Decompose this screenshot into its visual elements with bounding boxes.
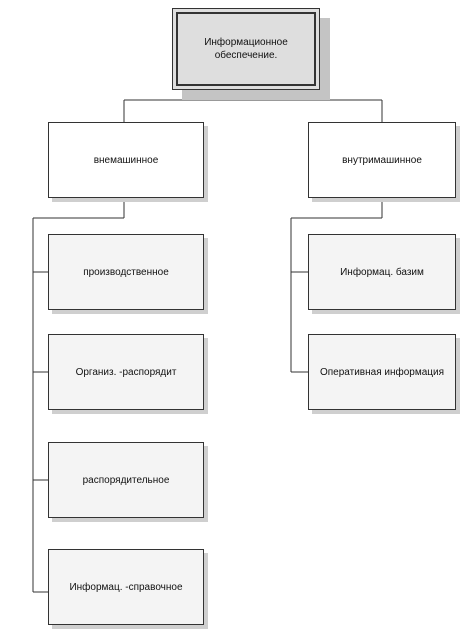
root-node: Информационное обеспечение.: [172, 8, 320, 90]
child-label: Оперативная информация: [319, 366, 445, 378]
child-node-rasporyaditelnoe: распорядительное: [48, 442, 204, 518]
child-node-proizvodstvennoe: производственное: [48, 234, 204, 310]
child-node-operativnaya-informatsiya: Оперативная информация: [308, 334, 456, 410]
child-label: распорядительное: [82, 474, 170, 486]
branch-label: внутримашинное: [342, 154, 422, 166]
child-label: Информац. -справочное: [69, 581, 183, 593]
child-label: Организ. -распорядит: [75, 366, 177, 378]
branch-label: внемашинное: [93, 154, 159, 166]
child-node-organiz-rasporyadit: Организ. -распорядит: [48, 334, 204, 410]
branch-node-vnutrimashinnoe: внутримашинное: [308, 122, 456, 198]
child-label: производственное: [83, 266, 169, 278]
child-node-informats-spravochnoe: Информац. -справочное: [48, 549, 204, 625]
branch-node-vnemashinnoe: внемашинное: [48, 122, 204, 198]
child-label: Информац. базим: [340, 266, 424, 278]
child-node-informats-bazim: Информац. базим: [308, 234, 456, 310]
root-label: Информационное обеспечение.: [176, 12, 316, 86]
